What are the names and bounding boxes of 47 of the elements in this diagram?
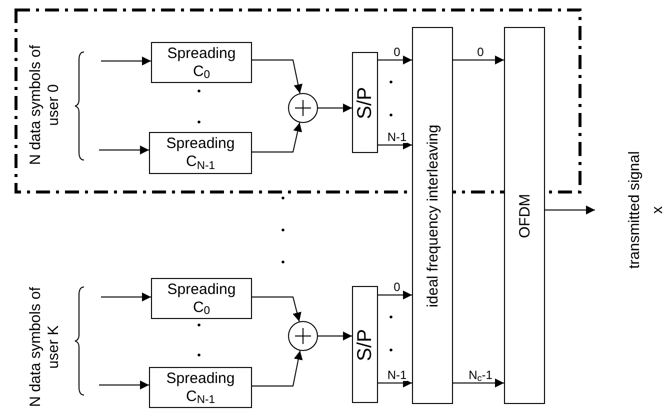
arrow — [378, 140, 412, 150]
arrow — [318, 104, 352, 112]
arrow — [252, 296, 302, 322]
box-text: C$_{0}$ — [192, 298, 210, 316]
edge-label: N-1 — [386, 369, 408, 381]
box-text: Spreading — [167, 280, 236, 298]
arrow — [378, 290, 412, 300]
box-text: OFDM — [517, 193, 532, 238]
box-text: S/P — [355, 328, 375, 361]
serial-parallel-box — [352, 286, 378, 403]
arrow — [252, 122, 302, 152]
arrow — [252, 350, 303, 386]
spreading-box — [151, 42, 252, 83]
arrow — [544, 206, 596, 214]
arrow — [98, 146, 150, 154]
box-text: Spreading — [167, 44, 236, 62]
output-label: transmitted signal — [626, 150, 644, 271]
edge-label: 0 — [392, 281, 402, 293]
box-text: C$_{N-1}$ — [186, 388, 215, 406]
input-label: N data symbols of user 0 — [27, 44, 63, 168]
arrow — [100, 292, 152, 302]
edge-label: N$_{c}$-1 — [468, 369, 494, 381]
edge-label: 0 — [476, 46, 485, 58]
ofdm-box — [504, 27, 545, 404]
arrow — [98, 380, 150, 390]
serial-parallel-box — [352, 52, 378, 153]
box-text: Spreading — [166, 370, 235, 388]
spreading-box — [149, 367, 252, 408]
arrow — [318, 332, 352, 340]
box-text: Spreading — [166, 135, 235, 153]
input-label: N data symbols of user K — [27, 286, 63, 410]
spreading-box — [149, 132, 252, 174]
output-label: x — [649, 205, 667, 216]
box-text: ideal frequency interleaving — [425, 124, 440, 307]
arrow — [378, 378, 412, 388]
box-text: S/P — [355, 86, 375, 119]
arrow — [452, 378, 504, 388]
interleaver-box — [412, 27, 453, 404]
arrow — [252, 60, 302, 94]
box-text: C$_{N-1}$ — [186, 153, 215, 171]
arrow — [452, 56, 504, 64]
edge-label: 0 — [392, 46, 402, 58]
spreading-box — [151, 278, 252, 319]
arrow — [378, 56, 412, 64]
edge-label: N-1 — [386, 131, 408, 143]
arrow — [100, 56, 152, 66]
box-text: C$_{0}$ — [192, 62, 210, 80]
